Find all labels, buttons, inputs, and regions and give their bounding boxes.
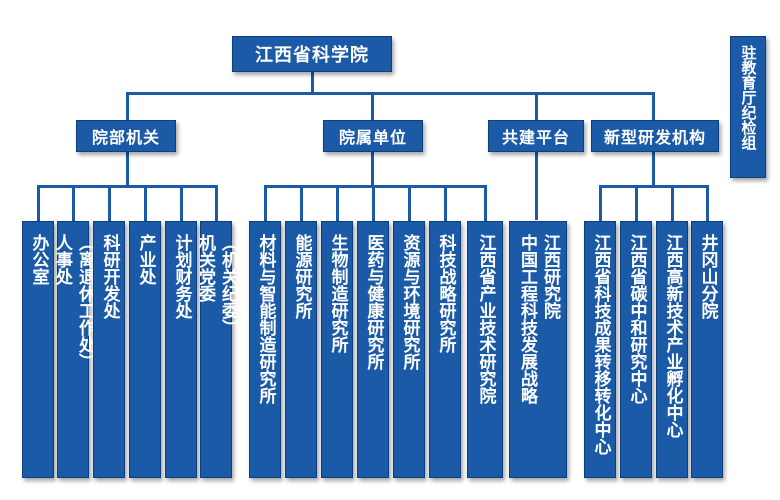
side-node-label: 驻教育厅纪检组 (739, 45, 758, 150)
drop-group-3 (535, 152, 538, 220)
unit-office: 办公室 (22, 221, 54, 478)
drop-2-7 (484, 185, 487, 221)
bus-group-1 (37, 185, 215, 188)
drop-2-6 (444, 185, 447, 221)
unit-materials: 材料与智能制造研究所 (249, 221, 281, 478)
drop-group-4 (652, 152, 655, 186)
unit-label: 产业处 (135, 234, 156, 285)
drop-1-5 (180, 185, 183, 221)
unit-label: 江西高新技术产业孵化中心 (662, 234, 683, 438)
group-header-1: 院部机关 (76, 120, 176, 152)
drop-1-3 (108, 185, 111, 221)
group-header-3: 共建平台 (488, 120, 584, 152)
unit-energy: 能源研究所 (285, 221, 317, 478)
drop-2-2 (300, 185, 303, 221)
unit-label-extra: （机关纪委） (218, 234, 238, 336)
unit-label: 江西省产业技术研究院 (475, 234, 496, 404)
unit-label: 机关党委 (195, 234, 215, 302)
unit-label-extra: （离退休工作处） (75, 234, 95, 370)
unit-label: 计划财务处 (171, 234, 192, 319)
unit-industry: 产业处 (129, 221, 161, 478)
unit-strategy: 科技战略研究所 (429, 221, 461, 478)
group-header-4: 新型研发机构 (591, 120, 719, 152)
group-header-2: 院属单位 (323, 120, 423, 152)
unit-resources-env: 资源与环境研究所 (393, 221, 425, 478)
stem-group-2 (371, 92, 374, 120)
unit-engineering-strategy: 中国工程科技发展战略 江西研究院 (509, 221, 567, 478)
drop-4-4 (706, 185, 709, 221)
drop-1-6 (215, 185, 218, 221)
unit-jinggangshan: 井冈山分院 (691, 221, 723, 478)
unit-label: 办公室 (28, 234, 49, 285)
unit-label: 能源研究所 (291, 234, 312, 319)
unit-label-extra: 江西研究院 (540, 234, 560, 319)
unit-label: 中国工程科技发展战略 (517, 234, 537, 404)
unit-incubation: 江西高新技术产业孵化中心 (656, 221, 688, 478)
unit-finance: 计划财务处 (165, 221, 197, 478)
drop-2-5 (408, 185, 411, 221)
bus-group-2 (264, 185, 486, 188)
unit-research-dev: 科研开发处 (93, 221, 125, 478)
root-stem (311, 72, 314, 94)
drop-2-4 (372, 185, 375, 221)
drop-4-3 (671, 185, 674, 221)
unit-biomanufacturing: 生物制造研究所 (321, 221, 353, 478)
unit-personnel: 人事处 （离退休工作处） (52, 221, 95, 478)
drop-1-1 (37, 185, 40, 221)
unit-label: 科技战略研究所 (435, 234, 456, 353)
side-node: 驻教育厅纪检组 (730, 36, 766, 178)
unit-medicine-health: 医药与健康研究所 (357, 221, 389, 478)
drop-4-2 (635, 185, 638, 221)
unit-label: 生物制造研究所 (327, 234, 348, 353)
bus-group-4 (599, 185, 708, 188)
stem-group-1 (126, 92, 129, 120)
unit-label: 江西省科技成果转移转化中心 (590, 234, 611, 455)
drop-2-1 (264, 185, 267, 221)
unit-label: 资源与环境研究所 (399, 234, 420, 370)
stem-group-4 (652, 92, 655, 120)
top-bus (126, 92, 654, 95)
stem-group-3 (535, 92, 538, 120)
unit-label: 人事处 (52, 234, 72, 285)
unit-label: 材料与智能制造研究所 (255, 234, 276, 404)
drop-1-2 (72, 185, 75, 221)
unit-label: 江西省碳中和研究中心 (626, 234, 647, 404)
drop-group-2 (371, 152, 374, 186)
unit-tech-transfer: 江西省科技成果转移转化中心 (584, 221, 616, 478)
drop-1-4 (144, 185, 147, 221)
unit-label: 医药与健康研究所 (363, 234, 384, 370)
drop-group-1 (126, 152, 129, 186)
root-node: 江西省科学院 (232, 36, 392, 72)
drop-2-3 (336, 185, 339, 221)
unit-party-committee: 机关党委 （机关纪委） (195, 221, 238, 478)
unit-label: 井冈山分院 (697, 234, 718, 319)
drop-4-1 (599, 185, 602, 221)
unit-industrial-tech: 江西省产业技术研究院 (467, 221, 503, 478)
unit-label: 科研开发处 (99, 234, 120, 319)
unit-carbon-neutral: 江西省碳中和研究中心 (620, 221, 652, 478)
